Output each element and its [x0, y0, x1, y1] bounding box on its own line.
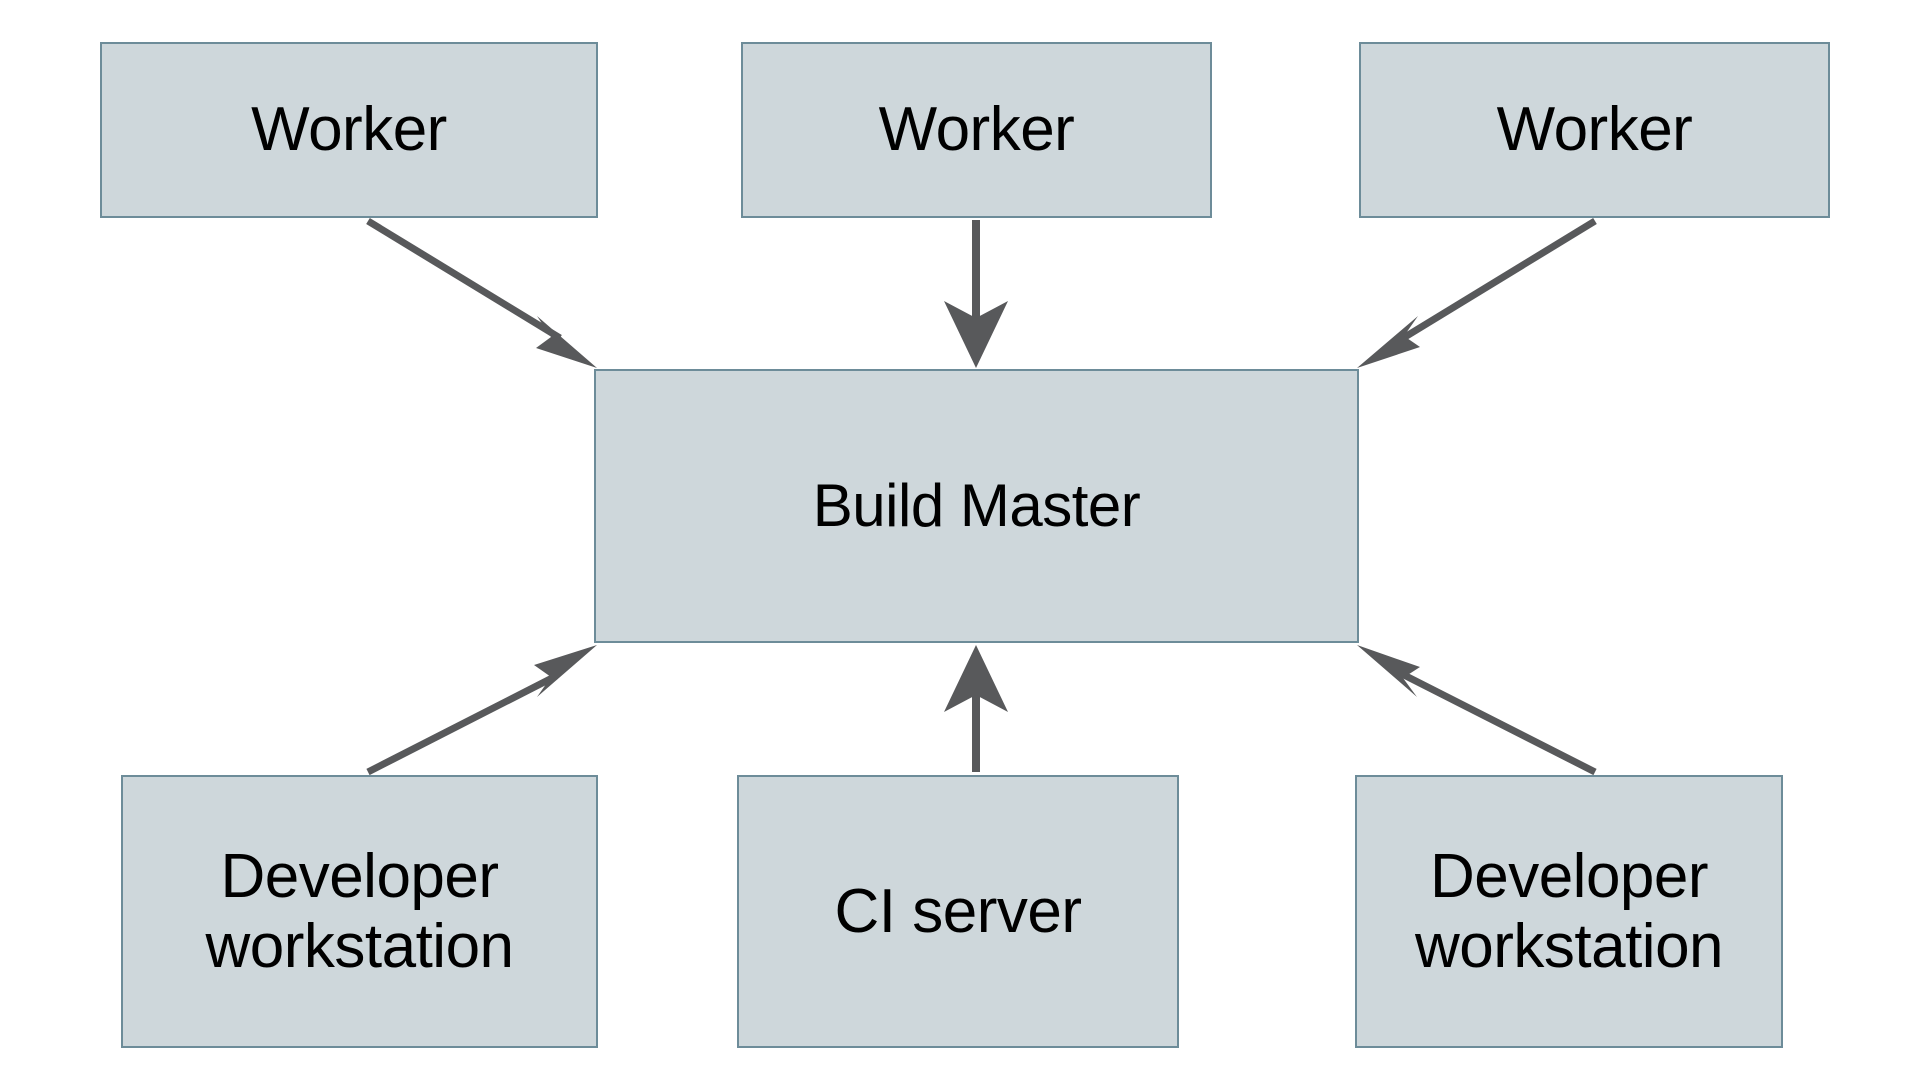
node-developer-workstation-right[interactable]: Developer workstation [1355, 775, 1783, 1048]
node-build-master[interactable]: Build Master [594, 369, 1359, 643]
node-label-worker-1: Worker [251, 95, 447, 165]
node-worker-2[interactable]: Worker [741, 42, 1212, 218]
edge-devright-to-master [1357, 645, 1597, 776]
edge-devleft-to-master [366, 645, 597, 776]
edge-worker2-to-master [944, 220, 1008, 368]
node-developer-workstation-left[interactable]: Developer workstation [121, 775, 598, 1048]
node-label-build-master: Build Master [812, 472, 1141, 540]
node-label-ci-server: CI server [834, 876, 1082, 946]
node-label-developer-workstation-left: Developer workstation [205, 842, 514, 981]
node-worker-3[interactable]: Worker [1359, 42, 1830, 218]
edge-worker1-to-master [366, 218, 597, 368]
edge-ci-to-master [944, 645, 1008, 772]
node-worker-1[interactable]: Worker [100, 42, 598, 218]
node-ci-server[interactable]: CI server [737, 775, 1179, 1048]
node-label-developer-workstation-right: Developer workstation [1414, 842, 1724, 981]
node-label-worker-2: Worker [878, 95, 1075, 165]
edge-worker3-to-master [1357, 218, 1597, 368]
node-label-worker-3: Worker [1496, 95, 1693, 165]
